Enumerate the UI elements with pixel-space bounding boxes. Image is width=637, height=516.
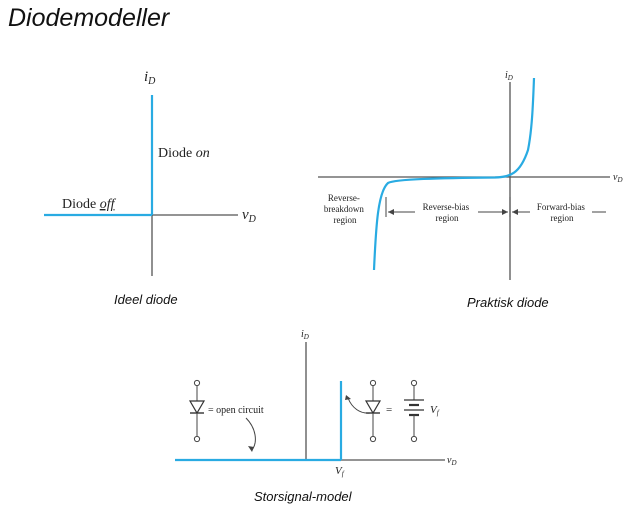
breakdown-region-label: Reverse- breakdown region [324,193,366,225]
practical-iv-curve [372,77,536,271]
practical-axis-y-label: iD [505,70,513,82]
ideal-caption: Ideel diode [114,292,178,307]
large-signal-graph: iD vD Vf = open circuit = [175,329,457,478]
ls-vf-axis-label: Vf [335,465,345,478]
diode-symbol-on [364,379,382,443]
ls-axis-x-label: vD [447,455,457,467]
ideal-axis-y-label: iD [144,69,156,87]
ideal-off-label: Diode off [62,197,117,212]
ideal-axis-x-label: vD [242,207,257,225]
practical-axis-x-label: vD [613,172,623,184]
practical-caption: Praktisk diode [467,295,549,310]
ideal-diode-graph: iD vD Diode on Diode off [44,69,257,276]
page-title: Diodemodeller [8,4,170,32]
forward-arrowhead-left [512,209,518,215]
ideal-on-label: Diode on [158,146,210,161]
open-circuit-pointer [245,417,256,451]
battery-symbol [404,379,424,443]
practical-diode-graph: iD vD Reverse- breakdown region Reverse-… [318,70,623,280]
ls-axis-y-label: iD [301,329,309,341]
open-circuit-pointer-head [248,446,254,452]
reverse-arrowhead-left [388,209,394,215]
battery-vf-label: Vf [430,404,440,417]
forward-region-label: Forward-bias region [537,202,587,223]
on-pointer-head [345,395,351,400]
reverse-region-label: Reverse-bias region [423,202,472,223]
on-pointer [347,397,371,414]
equals-label: = [386,404,392,416]
reverse-arrowhead-right [502,209,508,215]
diode-symbol-off [188,379,206,443]
open-circuit-label: = open circuit [208,405,264,416]
large-signal-caption: Storsignal-model [254,489,352,504]
